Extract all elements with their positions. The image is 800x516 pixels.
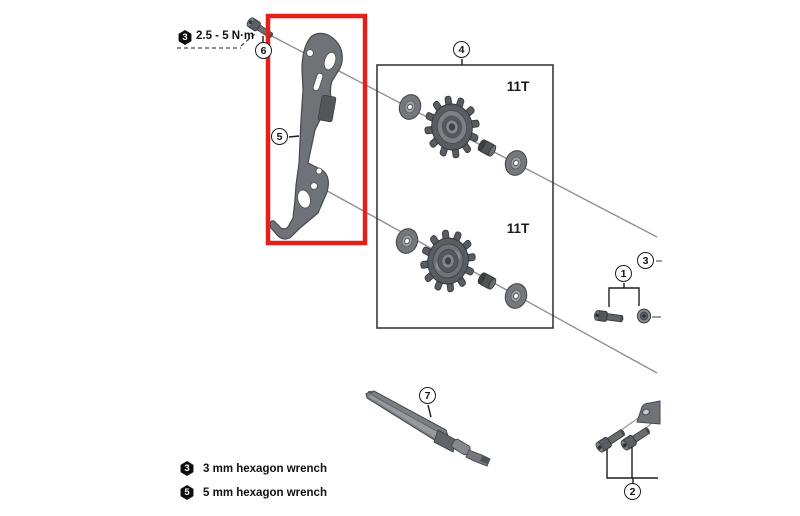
washer xyxy=(504,283,528,309)
guide-pulley xyxy=(424,95,480,159)
callout-number: 1 xyxy=(620,267,627,280)
callout-number: 6 xyxy=(260,44,267,57)
bolt xyxy=(595,428,626,453)
legend-row-3mm: 3 3 mm hexagon wrench xyxy=(180,461,327,476)
axle-bolt-and-nut xyxy=(594,287,652,324)
hex-wrench-badge-3mm: 3 xyxy=(180,461,194,476)
part-callout-7: 7 xyxy=(419,387,436,404)
mounting-bolts-group xyxy=(595,400,661,479)
plate-stop-tab xyxy=(317,94,337,123)
bushing xyxy=(477,272,497,290)
part-callout-2: 2 xyxy=(624,483,641,500)
legend-label: 5 mm hexagon wrench xyxy=(203,486,327,499)
hex-badge-number: 3 xyxy=(184,463,190,474)
upper-pulley-teeth-label: 11T xyxy=(506,79,530,94)
part-callout-4: 4 xyxy=(453,41,470,58)
washer xyxy=(504,150,528,176)
part-callout-3: 3 xyxy=(637,252,654,269)
part-callout-6: 6 xyxy=(255,42,272,59)
hex-badge-number: 3 xyxy=(182,32,188,43)
part-callout-5: 5 xyxy=(271,128,288,145)
callout-number: 3 xyxy=(642,254,649,267)
hex-wrench-badge-torque: 3 xyxy=(178,30,192,45)
torque-value: 2.5 - 5 N·m xyxy=(196,30,255,42)
upper-pulley-assembly xyxy=(398,94,528,176)
tension-pulley xyxy=(420,229,476,293)
washer xyxy=(395,228,419,254)
inner-cage-plate xyxy=(269,32,343,240)
bolt xyxy=(620,426,651,451)
callout-number: 5 xyxy=(276,130,283,143)
legend-label: 3 mm hexagon wrench xyxy=(203,462,327,475)
callout-number: 4 xyxy=(458,43,465,56)
hex-wrench-badge-5mm: 5 xyxy=(180,485,194,500)
tool-legend: 3 3 mm hexagon wrench 5 5 mm hexagon wre… xyxy=(180,461,327,509)
flange-nut xyxy=(636,308,652,324)
hex-badge-number: 5 xyxy=(184,487,190,498)
highlight-red-box xyxy=(265,13,368,246)
bushing xyxy=(477,139,497,157)
bolt xyxy=(594,309,624,323)
outer-plate-tool xyxy=(365,390,491,467)
torque-leader-dashes xyxy=(177,32,257,49)
legend-row-5mm: 5 5 mm hexagon wrench xyxy=(180,485,327,500)
edge-dashes xyxy=(652,260,662,318)
lower-pulley-assembly xyxy=(395,228,528,309)
pulley-set-box xyxy=(376,64,554,329)
callout-connectors xyxy=(262,36,634,484)
callout-number: 2 xyxy=(629,485,636,498)
part-callout-1: 1 xyxy=(615,265,632,282)
callout-number: 7 xyxy=(424,389,431,402)
lower-pulley-teeth-label: 11T xyxy=(506,221,530,236)
washer xyxy=(398,94,422,120)
